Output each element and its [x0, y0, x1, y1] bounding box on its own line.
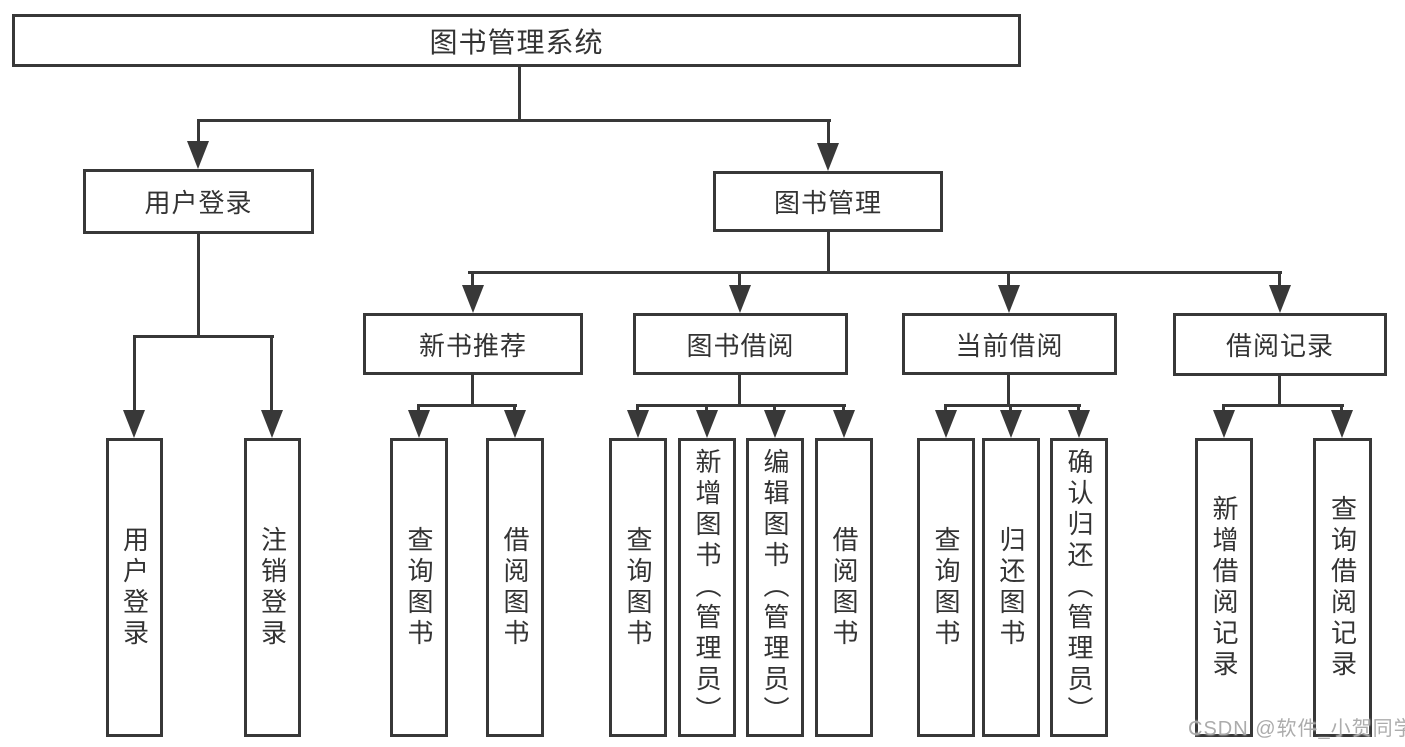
leaf-borrow-query-books: 查询图书 — [609, 438, 667, 737]
connector-line — [417, 407, 420, 412]
connector-line — [773, 407, 776, 412]
node-current-borrow-label: 当前借阅 — [955, 330, 1064, 361]
connector-line — [270, 338, 273, 412]
node-new-book-rec-label: 新书推荐 — [418, 330, 527, 361]
connector-line — [944, 404, 1081, 407]
leaf-records-query-record: 查询借阅记录 — [1313, 438, 1372, 737]
connector-line — [1222, 404, 1344, 407]
arrowhead — [1000, 410, 1022, 438]
connector-line — [1278, 274, 1281, 287]
connector-line — [944, 407, 947, 412]
leaf-current-query-books-label: 查询图书 — [931, 525, 961, 650]
connector-line — [1077, 407, 1080, 412]
connector-line — [738, 274, 741, 287]
arrowhead — [764, 410, 786, 438]
leaf-logout: 注销登录 — [244, 438, 301, 737]
connector-line — [636, 407, 639, 412]
connector-line — [827, 119, 830, 145]
leaf-user-login-label: 用户登录 — [119, 525, 150, 650]
connector-line — [471, 375, 474, 407]
leaf-records-add-record: 新增借阅记录 — [1195, 438, 1253, 737]
node-book-borrow: 图书借阅 — [633, 313, 848, 375]
node-borrow-records: 借阅记录 — [1173, 313, 1387, 376]
node-root-label: 图书管理系统 — [429, 26, 604, 58]
connector-line — [1278, 376, 1281, 407]
node-user-login: 用户登录 — [83, 169, 314, 234]
arrowhead — [998, 285, 1020, 313]
connector-line — [133, 338, 136, 412]
leaf-records-query-record-label: 查询借阅记录 — [1327, 494, 1358, 681]
leaf-borrow-borrow-books: 借阅图书 — [815, 438, 873, 737]
arrowhead — [504, 410, 526, 438]
leaf-current-return-books: 归还图书 — [982, 438, 1040, 737]
connector-line — [636, 404, 846, 407]
arrowhead — [408, 410, 430, 438]
leaf-rec-query-books-label: 查询图书 — [404, 525, 434, 650]
connector-line — [471, 274, 474, 287]
node-book-mgmt-label: 图书管理 — [773, 188, 882, 218]
leaf-records-add-record-label: 新增借阅记录 — [1209, 494, 1239, 681]
connector-line — [842, 407, 845, 412]
connector-line — [827, 232, 830, 274]
leaf-borrow-edit-books-admin-label: 编辑图书（管理员） — [760, 448, 790, 727]
arrowhead — [1331, 410, 1353, 438]
node-user-login-label: 用户登录 — [144, 188, 253, 218]
connector-line — [1007, 375, 1010, 407]
connector-line — [197, 119, 831, 122]
arrowhead — [729, 285, 751, 313]
leaf-logout-label: 注销登录 — [257, 525, 288, 650]
leaf-rec-borrow-books-label: 借阅图书 — [500, 525, 530, 650]
leaf-current-confirm-return-admin-label: 确认归还（管理员） — [1064, 448, 1094, 727]
arrowhead — [627, 410, 649, 438]
leaf-rec-query-books: 查询图书 — [390, 438, 448, 737]
connector-line — [417, 404, 517, 407]
leaf-borrow-add-books-admin: 新增图书（管理员） — [678, 438, 736, 737]
connector-line — [513, 407, 516, 412]
watermark: CSDN @软件_小贺同学 — [1188, 718, 1405, 740]
node-current-borrow: 当前借阅 — [902, 313, 1117, 375]
leaf-borrow-query-books-label: 查询图书 — [623, 525, 653, 650]
arrowhead — [935, 410, 957, 438]
arrowhead — [1213, 410, 1235, 438]
connector-line — [197, 119, 200, 145]
leaf-borrow-edit-books-admin: 编辑图书（管理员） — [746, 438, 804, 737]
connector-line — [133, 335, 274, 338]
connector-line — [705, 407, 708, 412]
leaf-rec-borrow-books: 借阅图书 — [486, 438, 544, 737]
node-book-mgmt: 图书管理 — [713, 171, 943, 232]
node-root: 图书管理系统 — [12, 14, 1021, 67]
arrowhead — [462, 285, 484, 313]
arrowhead — [833, 410, 855, 438]
connector-line — [1222, 407, 1225, 412]
arrowhead — [261, 410, 283, 438]
node-book-borrow-label: 图书借阅 — [686, 330, 795, 361]
arrowhead — [696, 410, 718, 438]
connector-line — [1007, 274, 1010, 287]
connector-line — [738, 375, 741, 407]
connector-line — [518, 67, 521, 121]
arrowhead — [187, 141, 209, 169]
connector-line — [1340, 407, 1343, 412]
arrowhead — [1068, 410, 1090, 438]
node-borrow-records-label: 借阅记录 — [1225, 331, 1334, 361]
arrowhead — [1269, 285, 1291, 313]
node-new-book-rec: 新书推荐 — [363, 313, 583, 375]
leaf-current-query-books: 查询图书 — [917, 438, 975, 737]
leaf-current-return-books-label: 归还图书 — [996, 525, 1026, 650]
leaf-borrow-add-books-admin-label: 新增图书（管理员） — [692, 448, 722, 727]
arrowhead — [123, 410, 145, 438]
connector-line — [1009, 407, 1012, 412]
leaf-user-login: 用户登录 — [106, 438, 163, 737]
connector-line — [197, 234, 200, 338]
connector-line — [468, 271, 1282, 274]
leaf-current-confirm-return-admin: 确认归还（管理员） — [1050, 438, 1108, 737]
arrowhead — [817, 143, 839, 171]
leaf-borrow-borrow-books-label: 借阅图书 — [829, 525, 859, 650]
